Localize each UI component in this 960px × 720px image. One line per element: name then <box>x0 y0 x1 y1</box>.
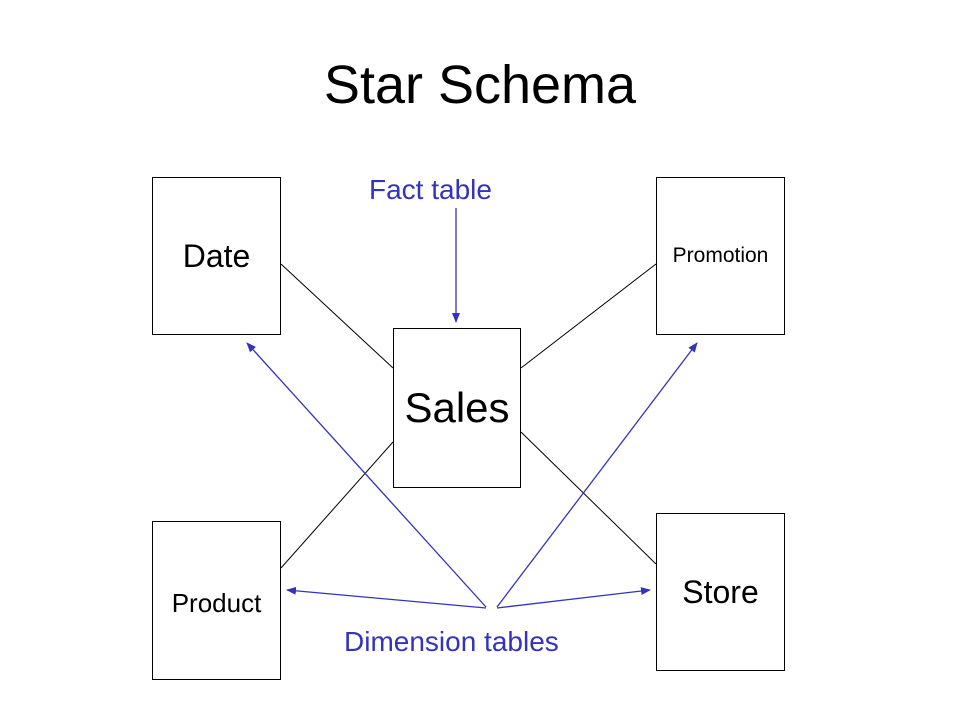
arrow-dim-to-date <box>246 342 487 608</box>
fact-table-sales-label: Sales <box>404 384 510 431</box>
slide-title: Star Schema <box>323 55 637 115</box>
dimension-table-product-label: Product <box>171 588 262 618</box>
arrow-dim-to-promotion <box>496 342 698 608</box>
dimension-tables-annotation: Dimension tables <box>344 626 559 657</box>
dimension-table-promotion: Promotion <box>656 177 785 335</box>
arrow-dim-to-product <box>286 586 487 609</box>
dimension-table-store: Store <box>656 513 785 671</box>
link-sales-promotion <box>520 263 657 369</box>
link-sales-store <box>520 431 657 565</box>
link-sales-date <box>280 263 394 369</box>
dimension-table-store-label: Store <box>682 573 759 610</box>
dimension-table-promotion-label: Promotion <box>672 244 769 267</box>
fact-table-sales: Sales <box>393 328 521 488</box>
link-sales-product <box>280 441 394 569</box>
dimension-table-date-label: Date <box>182 237 251 274</box>
fact-table-annotation: Fact table <box>369 174 492 205</box>
dimension-table-product: Product <box>152 521 281 680</box>
dimension-table-date: Date <box>152 177 281 335</box>
arrow-dim-to-store <box>496 587 651 609</box>
